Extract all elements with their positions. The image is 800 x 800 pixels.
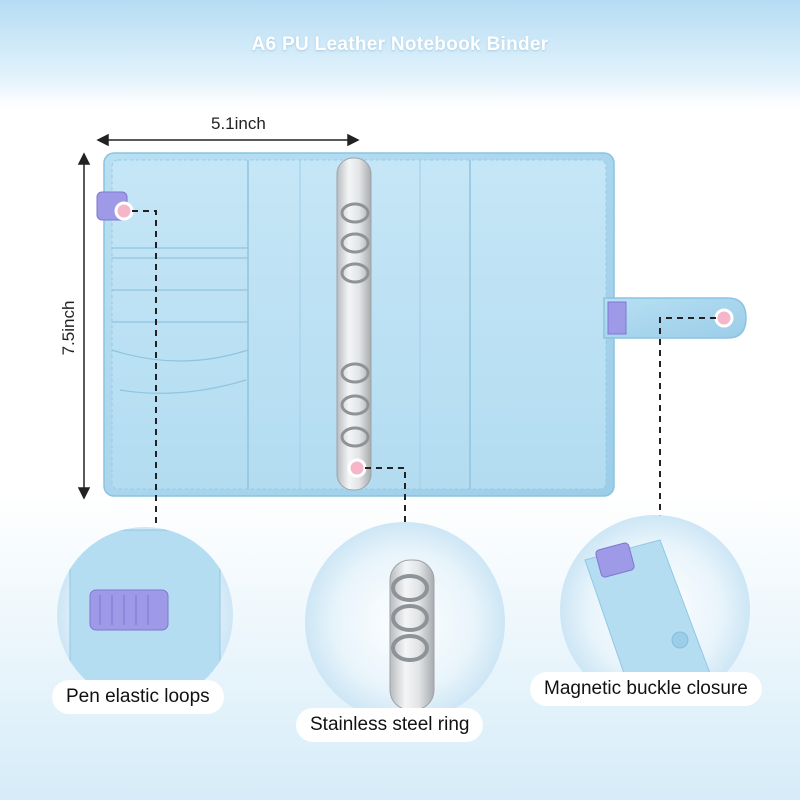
ring-marker <box>347 458 367 478</box>
width-dimension-arrow <box>96 133 360 147</box>
ring-mechanism <box>336 157 372 491</box>
height-dimension-arrow <box>77 152 91 500</box>
steel-ring-callout: Stainless steel ring <box>296 708 484 742</box>
magnetic-buckle-callout: Magnetic buckle closure <box>530 672 762 706</box>
height-label: 7.5inch <box>59 300 78 356</box>
buckle-marker <box>714 308 734 328</box>
width-label: 5.1inch <box>211 114 266 133</box>
pen-loop-marker <box>114 201 134 221</box>
detail-circle-steel-ring <box>305 522 505 722</box>
pen-loops-callout: Pen elastic loops <box>52 680 224 714</box>
magnetic-tab <box>603 297 747 339</box>
card-slots <box>111 247 249 394</box>
page-title: A6 PU Leather Notebook Binder <box>251 34 549 55</box>
detail-circle-pen-loops <box>57 527 233 703</box>
title-banner <box>0 0 800 100</box>
